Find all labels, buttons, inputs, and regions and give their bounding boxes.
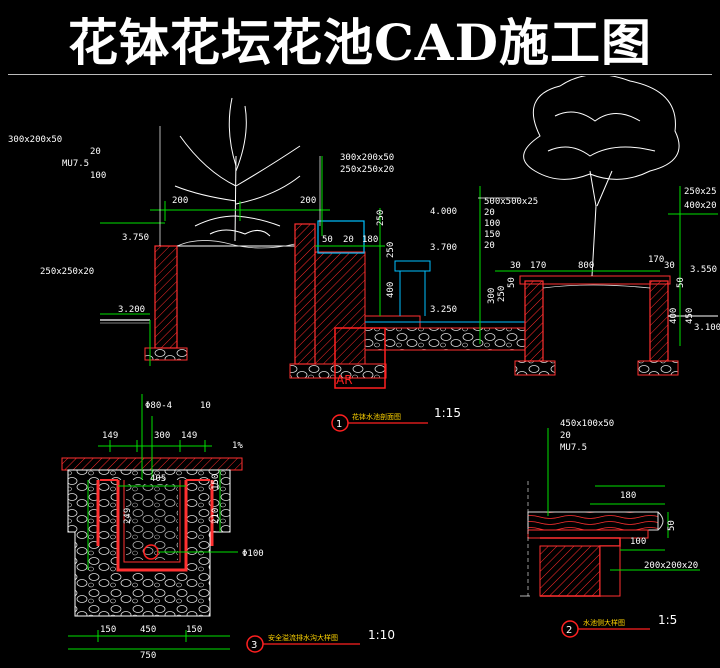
left-note-2: 20 — [90, 147, 101, 157]
dim-top-right-b: 400x20 — [684, 201, 717, 211]
dim-180: 180 — [362, 235, 378, 245]
dim-400: 400 — [669, 308, 679, 324]
dim-50b: 50 — [507, 277, 517, 288]
dim-400b: 400 — [386, 282, 396, 298]
dim-50: 50 — [322, 235, 333, 245]
right-note-3: 100 — [484, 219, 500, 229]
dim-300: 300 — [487, 288, 497, 304]
detail-2-note-3: MU7.5 — [560, 443, 587, 453]
detail-2-dim-180: 180 — [620, 491, 636, 501]
dimension-lines — [100, 156, 718, 366]
right-note-1: 500x500x25 — [484, 197, 538, 207]
elev-3200: 3.200 — [118, 305, 145, 315]
cad-drawing: AR — [8, 76, 720, 661]
detail-3-trench: Φ80-4 10 149 300 149 1% 405 249 150 210 … — [61, 394, 395, 661]
detail-2-note-2: 20 — [560, 431, 571, 441]
left-note-4: 100 — [90, 171, 106, 181]
detail-2-dim-100: 100 — [630, 537, 646, 547]
title-divider — [8, 74, 712, 75]
leader-lines — [159, 126, 520, 246]
detail-3-dim-300: 300 — [154, 431, 170, 441]
dim-200b: 200 — [300, 196, 316, 206]
mid-note-2: 250x250x20 — [340, 165, 394, 175]
right-note-5: 20 — [484, 241, 495, 251]
dim-30: 30 — [510, 261, 521, 271]
dim-250b: 250 — [497, 286, 507, 302]
detail-2-label: 水池侧大样图 — [583, 618, 625, 627]
detail-3-total: 750 — [140, 651, 156, 661]
detail-3-dim-149b: 149 — [181, 431, 197, 441]
tree — [523, 76, 680, 277]
right-note-4: 150 — [484, 230, 500, 240]
detail-3-dim-150b: 150 — [186, 625, 202, 635]
detail-3-inner: 405 — [150, 474, 166, 484]
elev-3750: 3.750 — [122, 233, 149, 243]
detail-3-dim-450: 450 — [140, 625, 156, 635]
dim-170a: 170 — [530, 261, 546, 271]
left-note-3: MU7.5 — [62, 159, 89, 169]
pot-rim — [317, 220, 365, 254]
detail-3-number: 3 — [251, 640, 257, 651]
detail-2-edge: 450x100x50 20 MU7.5 180 50 100 200x200x2… — [520, 419, 700, 638]
detail-2-scale: 1:5 — [658, 613, 677, 627]
elev-3250: 3.250 — [430, 305, 457, 315]
dim-250c: 250 — [386, 242, 396, 258]
left-wall — [154, 245, 178, 349]
detail-3-slope: 1% — [232, 441, 243, 451]
detail-1-section: AR — [8, 76, 720, 432]
right-wall-b — [649, 280, 669, 362]
left-footing — [144, 347, 188, 361]
elev-3100: 3.100 — [694, 323, 720, 333]
plant-banana — [174, 97, 301, 242]
dim-250: 250 — [376, 210, 386, 226]
pot-body — [314, 251, 366, 365]
detail-3-pipe-note: Φ100 — [242, 549, 264, 559]
detail-2-dim-200: 200x200x20 — [644, 561, 698, 571]
dim-top-right-a: 250x25 — [684, 187, 717, 197]
detail-1-scale: 1:15 — [434, 406, 461, 420]
dim-170b: 170 — [648, 255, 664, 265]
mid-note-1: 300x200x50 — [340, 153, 394, 163]
detail-3-side-right: 150 — [211, 474, 221, 490]
left-note-1: 300x200x50 — [8, 135, 62, 145]
mid-wall — [294, 223, 316, 365]
detail-1-label: 花钵水池剖面图 — [352, 412, 401, 421]
dim-50c: 50 — [676, 277, 686, 288]
svg-text:AR: AR — [336, 373, 353, 387]
right-note-2: 20 — [484, 208, 495, 218]
dim-20: 20 — [343, 235, 354, 245]
dim-800: 800 — [578, 261, 594, 271]
detail-3-dim-150a: 150 — [100, 625, 116, 635]
detail-2-dim-50: 50 — [667, 520, 677, 531]
detail-3-scale: 1:10 — [368, 628, 395, 642]
detail-3-side-left: 249 — [123, 508, 133, 524]
dim-200a: 200 — [172, 196, 188, 206]
elev-3700: 3.700 — [430, 243, 457, 253]
pool-base — [364, 327, 526, 351]
right-wall-a — [524, 280, 544, 362]
elev-3550: 3.550 — [690, 265, 717, 275]
detail-3-note-10: 10 — [200, 401, 211, 411]
detail-3-dim-149a: 149 — [102, 431, 118, 441]
edge-note: 250x250x20 — [40, 267, 94, 277]
detail-3-side-right2: 210 — [211, 508, 221, 524]
dim-30b: 30 — [664, 261, 675, 271]
detail-3-note-pipe: Φ80-4 — [145, 401, 172, 411]
detail-3-label: 安全溢流排水沟大样图 — [268, 633, 338, 642]
detail-2-number: 2 — [566, 625, 572, 636]
detail-2-note-1: 450x100x50 — [560, 419, 614, 429]
dim-450: 450 — [685, 308, 695, 324]
elev-4000: 4.000 — [430, 207, 457, 217]
detail-1-number: 1 — [336, 419, 342, 430]
page-title: 花钵花坛花池CAD施工图 — [68, 13, 652, 72]
